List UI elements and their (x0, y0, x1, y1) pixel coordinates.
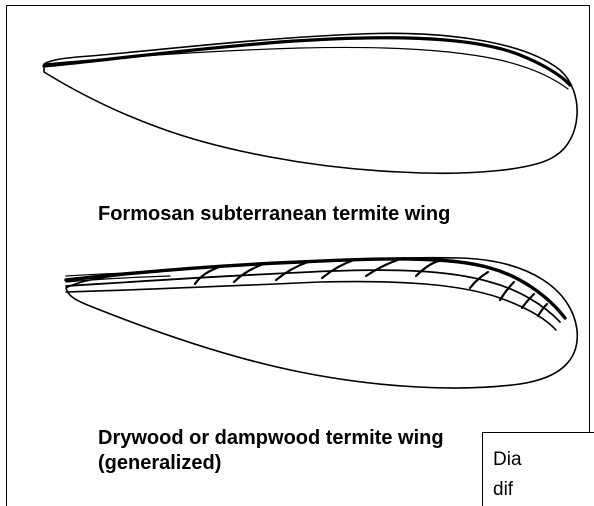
callout-text-line: dif (493, 475, 594, 505)
drywood-wing-costa (66, 259, 565, 318)
drywood-wing-caption-line1: Drywood or dampwood termite wing (98, 426, 444, 450)
callout-text-line: Dia (493, 445, 594, 475)
drywood-wing-radius (66, 270, 560, 322)
drywood-wing-caption-line2: (generalized) (98, 451, 221, 475)
formosan-wing-caption: Formosan subterranean termite wing (98, 202, 450, 226)
drywood-wing-media (66, 282, 556, 330)
drywood-wing-crossveins (195, 258, 547, 316)
